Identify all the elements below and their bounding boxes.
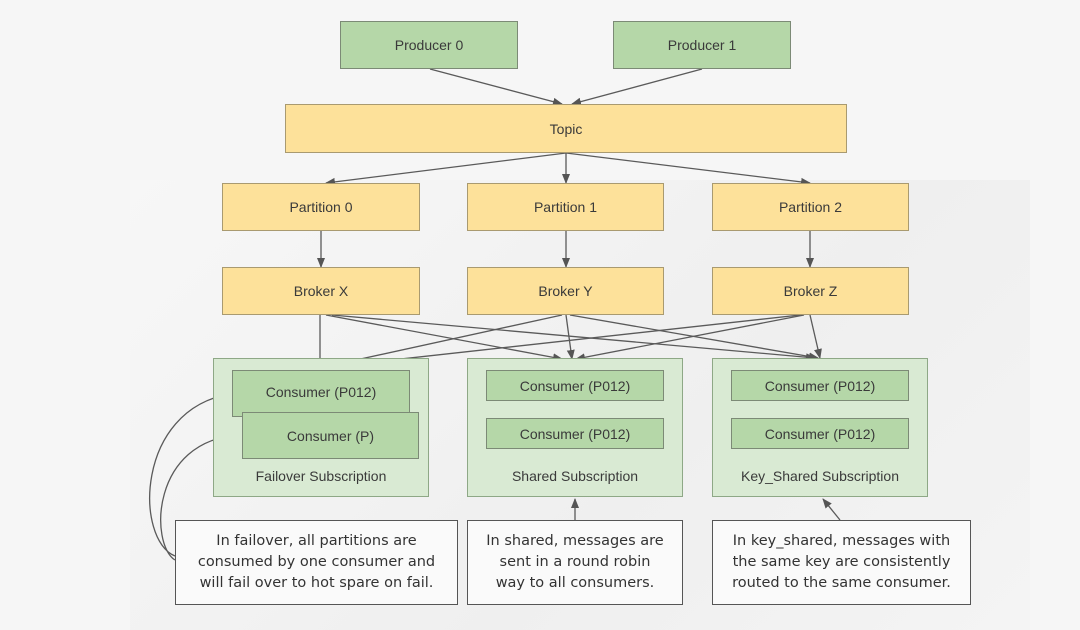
broker-x-label: Broker X — [293, 283, 349, 299]
failover-consumer-2: Consumer (P) — [242, 412, 419, 459]
failover-consumer-1: Consumer (P012) — [232, 370, 410, 417]
partition-1-box: Partition 1 — [467, 183, 664, 231]
key-shared-consumer-1-label: Consumer (P012) — [764, 377, 876, 394]
arrow-topic-partition2 — [565, 152, 811, 186]
arrow-producer0-topic — [429, 68, 563, 106]
partition-1-label: Partition 1 — [533, 199, 598, 215]
failover-consumer-2-label: Consumer (P) — [286, 427, 375, 444]
partition-0-label: Partition 0 — [289, 199, 353, 215]
broker-x-box: Broker X — [222, 267, 420, 315]
partition-2-label: Partition 2 — [778, 199, 843, 215]
topic-box: Topic — [285, 104, 847, 153]
failover-note-line-3: will fail over to hot spare on fail. — [199, 575, 434, 591]
key-shared-consumer-1: Consumer (P012) — [731, 370, 909, 401]
arrow-note-failover-consumer1 — [149, 391, 231, 557]
shared-subscription-label: Shared Subscription — [511, 468, 639, 484]
failover-note-line-2: consumed by one consumer and — [197, 554, 436, 570]
shared-consumer-2: Consumer (P012) — [486, 418, 664, 449]
key-shared-consumer-2: Consumer (P012) — [731, 418, 909, 449]
broker-z-label: Broker Z — [783, 283, 838, 299]
shared-consumer-2-label: Consumer (P012) — [519, 425, 631, 442]
arrow-note-failover-consumer2 — [160, 431, 241, 561]
topic-label: Topic — [549, 120, 583, 137]
broker-z-box: Broker Z — [712, 267, 909, 315]
shared-note: In shared, messages are sent in a round … — [467, 520, 683, 605]
partition-0-box: Partition 0 — [222, 183, 420, 231]
arrow-brokerz-keyshared — [809, 314, 822, 359]
producer-0-label: Producer 0 — [394, 37, 464, 53]
key-shared-note-line-2: the same key are consistently — [732, 554, 951, 570]
arrow-topic-partition0 — [325, 152, 567, 186]
partition-2-box: Partition 2 — [712, 183, 909, 231]
broker-y-label: Broker Y — [538, 283, 593, 299]
failover-subscription-label: Failover Subscription — [255, 468, 387, 484]
key-shared-note-line-1: In key_shared, messages with — [732, 533, 951, 549]
failover-note: In failover, all partitions are consumed… — [175, 520, 458, 605]
shared-consumer-1: Consumer (P012) — [486, 370, 664, 401]
arrow-brokery-shared — [565, 314, 575, 360]
failover-note-line-1: In failover, all partitions are — [216, 533, 417, 549]
key-shared-note: In key_shared, messages with the same ke… — [712, 520, 971, 605]
arrow-note-keyshared — [822, 498, 841, 521]
arrow-brokerx-shared — [325, 314, 563, 362]
producer-1-label: Producer 1 — [667, 37, 737, 53]
failover-consumer-1-label: Consumer (P012) — [265, 384, 377, 400]
shared-note-line-2: sent in a round robin — [499, 554, 651, 570]
key-shared-subscription-label: Key_Shared Subscription — [741, 468, 899, 484]
key-shared-consumer-2-label: Consumer (P012) — [764, 425, 876, 442]
arrow-brokerx-keyshared — [331, 314, 816, 362]
arrow-brokerz-shared — [575, 314, 805, 362]
shared-note-line-3: way to all consumers. — [495, 575, 655, 591]
broker-y-box: Broker Y — [467, 267, 664, 315]
shared-consumer-1-label: Consumer (P012) — [519, 377, 631, 394]
producer-1-box: Producer 1 — [613, 21, 791, 69]
arrow-producer1-topic — [571, 68, 703, 106]
producer-0-box: Producer 0 — [340, 21, 518, 69]
key-shared-note-line-3: routed to the same consumer. — [732, 575, 951, 591]
shared-note-line-1: In shared, messages are — [486, 533, 664, 549]
